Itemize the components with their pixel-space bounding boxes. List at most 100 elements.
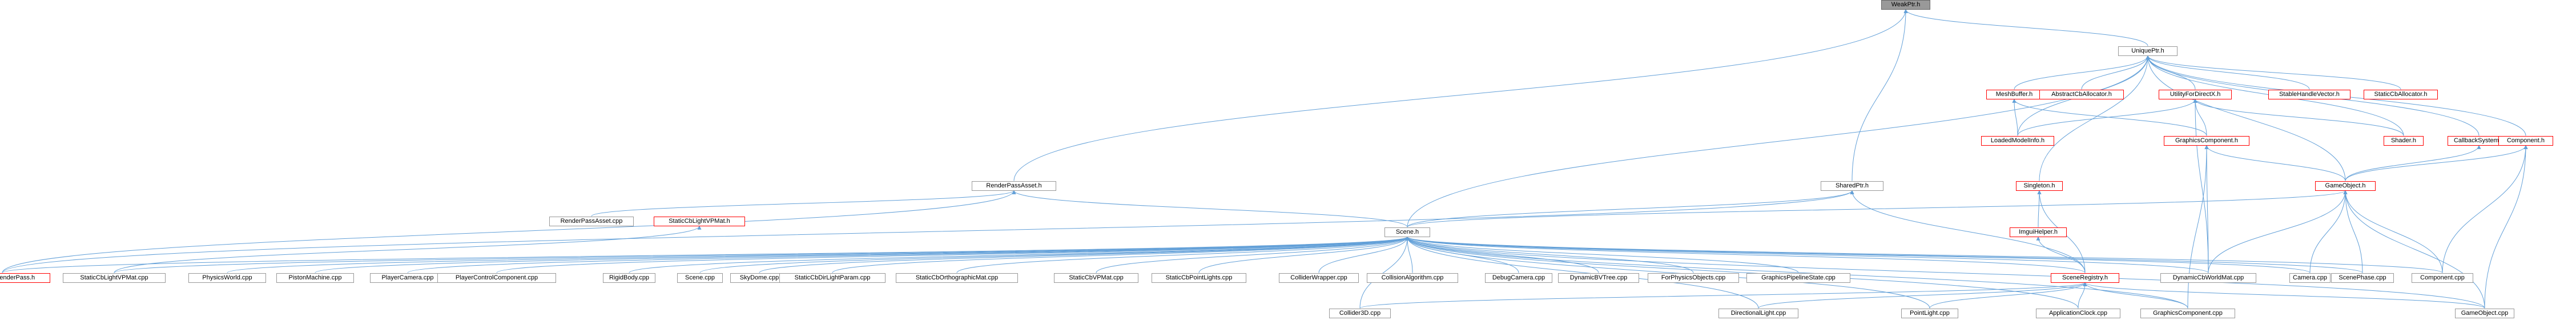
node-scenephase[interactable]: ScenePhase.cpp	[2331, 273, 2394, 283]
node-loadedmodelinfo[interactable]: LoadedModelInfo.h	[1981, 135, 2054, 146]
edge-scene-h-to-gameobject-h	[1407, 190, 2348, 227]
node-directionallight[interactable]: DirectionalLight.cpp	[1718, 308, 1798, 318]
node-playercontrol[interactable]: PlayerControlComponent.cpp	[437, 273, 556, 283]
edge-loadedmodelinfo-to-utilityfordirectx	[2017, 98, 2197, 136]
node-singleton[interactable]: Singleton.h	[2016, 181, 2063, 191]
edge-playercontrol-to-scene-h	[496, 236, 1410, 273]
node-stablehandlevector[interactable]: StableHandleVector.h	[2268, 89, 2350, 99]
edge-rigidbody-to-scene-h	[629, 236, 1410, 273]
node-pistonmachine[interactable]: PistonMachine.cpp	[276, 273, 354, 283]
node-weakptr: WeakPtr.h	[1881, 0, 1930, 10]
edge-pointlight-to-scene-h	[1405, 236, 1930, 309]
edge-graphicscomponent-h-to-meshbuffer	[2012, 98, 2207, 136]
edge-scene-h-to-uniqueptr	[1407, 55, 2150, 227]
edge-gameobject-cpp-to-scene-h	[1405, 236, 2485, 309]
node-skydome[interactable]: SkyDome.cpp	[730, 273, 788, 283]
edge-scene-h-to-renderpassasset-h	[1012, 190, 1408, 227]
edge-playercamera-to-scene-h	[407, 236, 1410, 273]
edge-camera-to-scene-h	[1405, 236, 2311, 273]
edge-stablehandlevector-to-uniqueptr	[2146, 55, 2310, 90]
node-renderpassasset-cpp[interactable]: RenderPassAsset.cpp	[549, 216, 634, 226]
edge-shader-to-utilityfordirectx	[2193, 98, 2404, 136]
node-callbacksystem[interactable]: CallbackSystem.h	[2448, 135, 2510, 146]
node-staticcblightvpmat-cpp[interactable]: StaticCbLightVPMat.cpp	[63, 273, 166, 283]
edge-collider3d-to-scenereg	[1359, 282, 2087, 309]
node-component-h[interactable]: Component.h	[2498, 135, 2553, 146]
node-scenereg[interactable]: SceneRegistry.h	[2051, 273, 2119, 283]
node-meshbuffer[interactable]: MeshBuffer.h	[1986, 89, 2042, 99]
edge-directionallight-to-scenereg	[1758, 282, 2087, 309]
edge-imguihelper-to-singleton	[2037, 190, 2042, 227]
edge-gameobject-cpp-to-component-h	[2484, 145, 2528, 309]
node-gameobject-h[interactable]: GameObject.h	[2315, 181, 2376, 191]
edge-graphicscomponent-h-to-utilityfordirectx	[2193, 98, 2207, 136]
node-shader[interactable]: Shader.h	[2384, 135, 2424, 146]
edge-sharedptr-to-weakptr	[1852, 9, 1908, 181]
node-debugcamera[interactable]: DebugCamera.cpp	[1485, 273, 1552, 283]
node-pointlight[interactable]: PointLight.cpp	[1901, 308, 1958, 318]
edge-collider3d-to-scene-h	[1359, 236, 1410, 309]
edge-applicationclock-to-scene-h	[1405, 236, 2079, 309]
node-uniqueptr[interactable]: UniquePtr.h	[2118, 46, 2177, 56]
edge-forphysicsobjects-to-scene-h	[1405, 236, 1694, 273]
edge-pointlights-to-scene-h	[1198, 236, 1410, 273]
edge-vpmat-to-scene-h	[1096, 236, 1410, 273]
edge-scenereg-to-sharedptr	[1850, 190, 2086, 273]
node-colliderwrapper[interactable]: ColliderWrapper.cpp	[1279, 273, 1359, 283]
node-graphicscomponent-h[interactable]: GraphicsComponent.h	[2164, 135, 2249, 146]
edge-scenereg-to-scene-h	[1405, 236, 2086, 273]
edge-graphicscomponent-cpp-to-scenereg	[2083, 282, 2188, 309]
node-applicationclock[interactable]: ApplicationClock.cpp	[2036, 308, 2120, 318]
node-component-cpp[interactable]: Component.cpp	[2412, 273, 2473, 283]
edge-singleton-to-uniqueptr	[2039, 55, 2150, 181]
edge-physicsworld-to-scene-h	[227, 236, 1410, 273]
node-orthomat[interactable]: StaticCbOrthographicMat.cpp	[896, 273, 1018, 283]
edge-pistonmachine-to-scene-h	[315, 236, 1410, 273]
edge-staticcblightvpmat-cpp-to-scene-h	[114, 236, 1410, 273]
edge-skydome-to-scene-h	[759, 236, 1410, 273]
node-physicsworld[interactable]: PhysicsWorld.cpp	[188, 273, 266, 283]
node-pointlights[interactable]: StaticCbPointLights.cpp	[1152, 273, 1246, 283]
node-collider3d[interactable]: Collider3D.cpp	[1329, 308, 1391, 318]
node-gpsstate[interactable]: GraphicsPipelineState.cpp	[1746, 273, 1850, 283]
edge-uniqueptr-to-weakptr	[1903, 9, 2148, 46]
node-dirlightparam[interactable]: StaticCbDirLightParam.cpp	[779, 273, 886, 283]
node-imguihelper[interactable]: ImguiHelper.h	[2010, 227, 2067, 237]
edge-meshbuffer-to-uniqueptr	[2014, 55, 2150, 90]
edge-dynamiccbworldmat-to-gameobject-h	[2208, 190, 2348, 273]
node-vpmat[interactable]: StaticCbVPMat.cpp	[1054, 273, 1138, 283]
edge-scene-h-to-sharedptr	[1407, 190, 1854, 227]
edge-dynamiccbworldmat-to-scene-h	[1405, 236, 2209, 273]
node-scene-cpp[interactable]: Scene.cpp	[677, 273, 723, 283]
node-rigidbody[interactable]: RigidBody.cpp	[603, 273, 655, 283]
node-dynamicbvtree[interactable]: DynamicBVTree.cpp	[1558, 273, 1639, 283]
node-graphicscomponent-cpp[interactable]: GraphicsComponent.cpp	[2140, 308, 2235, 318]
node-sharedptr[interactable]: SharedPtr.h	[1821, 181, 1883, 191]
edge-staticcblightvpmat-cpp-to-staticcblightvpmat-h	[114, 225, 702, 273]
edge-gameobject-cpp-to-scenereg	[2083, 282, 2485, 309]
edge-pointlight-to-scenereg	[1929, 282, 2087, 309]
node-camera[interactable]: Camera.cpp	[2289, 273, 2331, 283]
node-renderpassasset-h[interactable]: RenderPassAsset.h	[972, 181, 1056, 191]
edge-camera-to-gameobject-h	[2309, 190, 2348, 273]
node-playercamera[interactable]: PlayerCamera.cpp	[370, 273, 445, 283]
node-abstractcballocator[interactable]: AbstractCbAllocator.h	[2039, 89, 2124, 99]
edge-gpsstate-to-scene-h	[1405, 236, 1799, 273]
node-staticcblightvpmat-h[interactable]: StaticCbLightVPMat.h	[654, 216, 745, 226]
edge-dirlightparam-to-scene-h	[832, 236, 1410, 273]
node-scene-h[interactable]: Scene.h	[1384, 227, 1430, 237]
node-gameobject-cpp[interactable]: GameObject.cpp	[2455, 308, 2514, 318]
edge-staticcballocator-to-uniqueptr	[2146, 55, 2401, 90]
edge-graphicscomponent-cpp-to-scene-h	[1405, 236, 2188, 309]
node-utilityfordirectx[interactable]: UtilityForDirectX.h	[2159, 89, 2232, 99]
node-standardrenderpass[interactable]: StandardRenderPass.h	[0, 273, 50, 283]
node-dynamiccbworldmat[interactable]: DynamicCbWorldMat.cpp	[2160, 273, 2256, 283]
edge-renderpassasset-cpp-to-renderpassasset-h	[591, 190, 1016, 217]
edge-component-cpp-to-component-h	[2442, 145, 2528, 273]
edge-scene-cpp-to-scene-h	[699, 236, 1410, 273]
node-collisionalgorithm[interactable]: CollisionAlgorithm.cpp	[1367, 273, 1458, 283]
node-forphysicsobjects[interactable]: ForPhysicsObjects.cpp	[1648, 273, 1739, 283]
node-staticcballocator[interactable]: StaticCbAllocator.h	[2364, 89, 2438, 99]
edge-renderpassasset-h-to-weakptr	[1013, 9, 1908, 181]
